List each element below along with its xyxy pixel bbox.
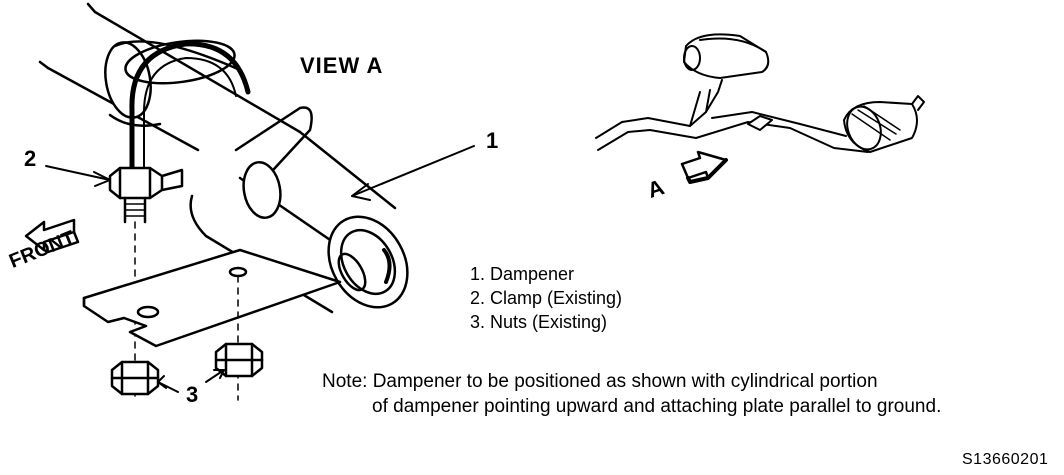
exhaust-pipe [38,2,302,152]
view-title: VIEW A [300,53,384,78]
callout-clamp: 2 [24,146,37,171]
legend: 1. Dampener 2. Clamp (Existing) 3. Nuts … [470,262,622,334]
view-a-arrow-icon [680,150,728,184]
attaching-plate [82,248,342,401]
leader-lines [45,145,475,393]
callout-dampener: 1 [486,128,499,153]
plate-nut-left [110,360,160,396]
figure-id: S13660201 [962,451,1049,468]
legend-item-dampener: 1. Dampener [470,264,575,284]
clamp-nut [108,166,184,401]
note-line-1: Note: Dampener to be positioned as shown… [322,371,878,392]
legend-item-clamp: 2. Clamp (Existing) [470,288,623,308]
legend-item-nuts: 3. Nuts (Existing) [470,312,608,332]
u-bolt [129,41,251,171]
note-line-2: of dampener pointing upward and attachin… [372,396,942,417]
overview-exhaust-system [595,33,925,153]
front-arrow-icon [24,218,80,254]
callout-nuts: 3 [186,382,199,407]
